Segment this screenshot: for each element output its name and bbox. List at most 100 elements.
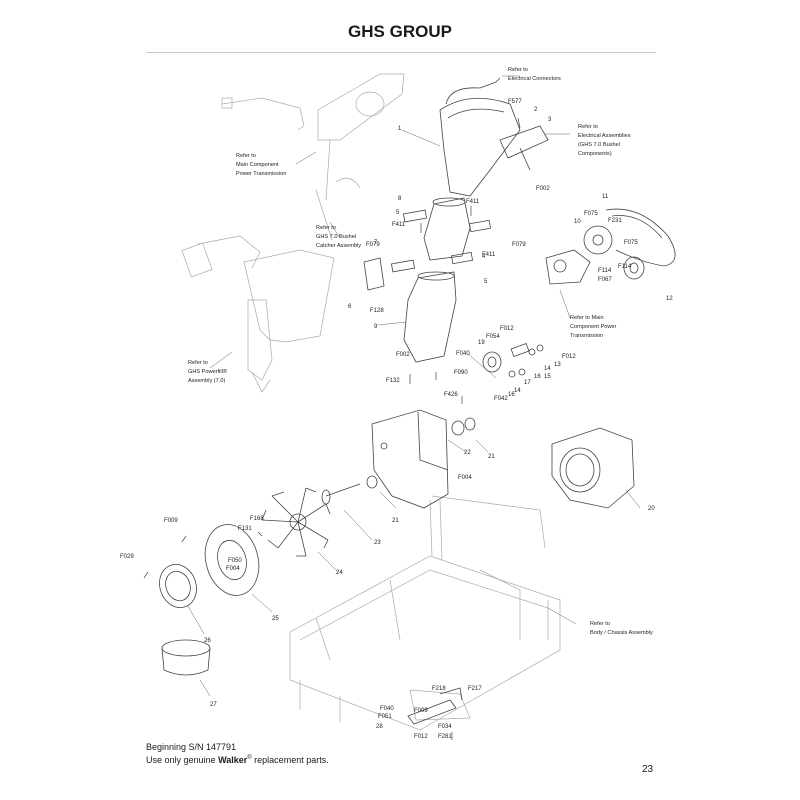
callout-16a: 16 <box>534 374 541 380</box>
callout-F168: F168 <box>250 516 264 522</box>
callout-5a: 5 <box>396 210 400 216</box>
part-26-inlet-ring <box>159 564 197 608</box>
part-24-impeller <box>261 487 331 557</box>
part-3-bracket <box>499 125 549 171</box>
callout-3: 3 <box>548 117 552 123</box>
callout-23: 23 <box>374 540 381 546</box>
callout-15: 15 <box>544 374 551 380</box>
ref-main-component-pt2-2: Component Power <box>570 324 616 330</box>
callout-F054: F054 <box>486 334 500 340</box>
callout-8: 8 <box>398 196 402 202</box>
ref-main-component-2: Main Component <box>236 162 279 168</box>
callout-F114a: F114 <box>598 268 612 274</box>
callout-6: 6 <box>348 304 352 310</box>
callout-F012c: F012 <box>414 734 428 740</box>
brand-name: Walker <box>218 755 248 765</box>
callout-14a: 14 <box>544 366 551 372</box>
callout-F029: F029 <box>120 554 134 560</box>
callout-10: 10 <box>574 219 581 225</box>
callout-F075a: F075 <box>584 211 598 217</box>
callout-F004a: F004 <box>458 475 472 481</box>
part-8-adapter <box>423 197 471 261</box>
callout-F217: F217 <box>468 686 482 692</box>
callout-1: 1 <box>398 126 402 132</box>
ref-catcher-drawing <box>181 235 335 393</box>
callout-F075b: F075 <box>624 240 638 246</box>
callout-F411a: F411 <box>466 199 480 205</box>
genuine-parts-note: Use only genuine Walker® replacement par… <box>146 753 329 766</box>
callout-F042: F042 <box>494 396 508 402</box>
callout-F051: F051 <box>378 714 392 720</box>
callout-2: 2 <box>534 107 538 113</box>
part-21-bearing-b <box>464 417 476 431</box>
part-9-lower-chute <box>403 271 457 363</box>
shaft-assembly <box>482 342 544 378</box>
callout-F218: F218 <box>432 686 446 692</box>
part-25-cover-plate <box>204 524 260 596</box>
callout-19: 19 <box>478 340 485 346</box>
callout-F131: F131 <box>238 526 252 532</box>
callout-12: 12 <box>666 296 673 302</box>
callout-24: 24 <box>336 570 343 576</box>
callout-25: 25 <box>272 616 279 622</box>
ref-powerfill-2: GHS Powerfill® <box>188 368 228 375</box>
callout-F067: F067 <box>598 277 612 283</box>
ref-main-component-3: Power Transmission <box>236 171 286 177</box>
ref-electrical-assemblies-1: Refer to <box>578 124 598 130</box>
callout-F004b: F004 <box>226 566 240 572</box>
callout-F009b: F009 <box>414 708 428 714</box>
part-1-chute <box>439 97 521 197</box>
serial-number-note: Beginning S/N 147791 <box>146 742 237 752</box>
fasteners <box>143 117 521 740</box>
callout-13: 13 <box>554 362 561 368</box>
callout-F090: F090 <box>454 370 468 376</box>
callout-F231: F231 <box>608 218 622 224</box>
callout-17: 17 <box>524 380 531 386</box>
callout-F114b: F114 <box>618 264 632 270</box>
callout-20: 20 <box>648 506 655 512</box>
ref-catcher-1: Refer to <box>316 225 336 231</box>
ref-powerfill-3: Assembly (7.0) <box>188 378 225 384</box>
callout-16b: 16 <box>508 392 515 398</box>
callout-F128: F128 <box>370 308 384 314</box>
callout-27: 27 <box>210 702 217 708</box>
callout-26: 26 <box>204 638 211 644</box>
callout-22: 22 <box>464 450 471 456</box>
callout-14b: 14 <box>514 388 521 394</box>
callout-F012b: F012 <box>562 354 576 360</box>
registered-mark: ® <box>247 755 252 761</box>
ref-chassis-drawing <box>289 495 561 731</box>
genuine-parts-prefix: Use only genuine <box>146 755 219 765</box>
ref-body-chassis-1: Refer to <box>590 621 610 627</box>
ref-catcher-2: GHS 7.0 Bushel <box>316 234 356 240</box>
ref-electrical-connectors-2: Electrical Connectors <box>508 76 561 82</box>
callout-F002a: F002 <box>536 186 550 192</box>
part-7-bracket <box>391 259 415 273</box>
callout-F426: F426 <box>444 392 458 398</box>
part-4-bracket <box>468 219 492 233</box>
callout-7: 7 <box>374 240 378 246</box>
callout-9: 9 <box>374 324 378 330</box>
part-12-pulley <box>623 256 645 280</box>
ref-electrical-connectors-1: Refer to <box>508 67 528 73</box>
genuine-parts-suffix: replacement parts. <box>251 755 329 765</box>
wire-harness <box>445 77 501 105</box>
callout-F009a: F009 <box>164 518 178 524</box>
part-10-pulley <box>583 225 613 255</box>
callout-F281: F281 <box>438 734 452 740</box>
page-title: GHS GROUP <box>348 22 452 41</box>
ref-electrical-assemblies-4: Components) <box>578 151 612 157</box>
page-number: 23 <box>642 764 654 775</box>
part-28-bracket <box>407 699 457 725</box>
callout-F050: F050 <box>228 558 242 564</box>
leader-lines <box>187 75 641 697</box>
part-6-plate <box>363 257 385 291</box>
gearbox-assembly <box>545 249 591 285</box>
callout-5b: 5 <box>484 279 488 285</box>
part-23-shaft <box>321 483 361 505</box>
callout-F012a: F012 <box>500 326 514 332</box>
ref-main-component-pt2-1: Refer to Main <box>570 315 604 321</box>
ref-body-chassis-2: Body / Chassis Assembly <box>590 630 653 636</box>
part-5-bracket-b <box>450 251 474 265</box>
